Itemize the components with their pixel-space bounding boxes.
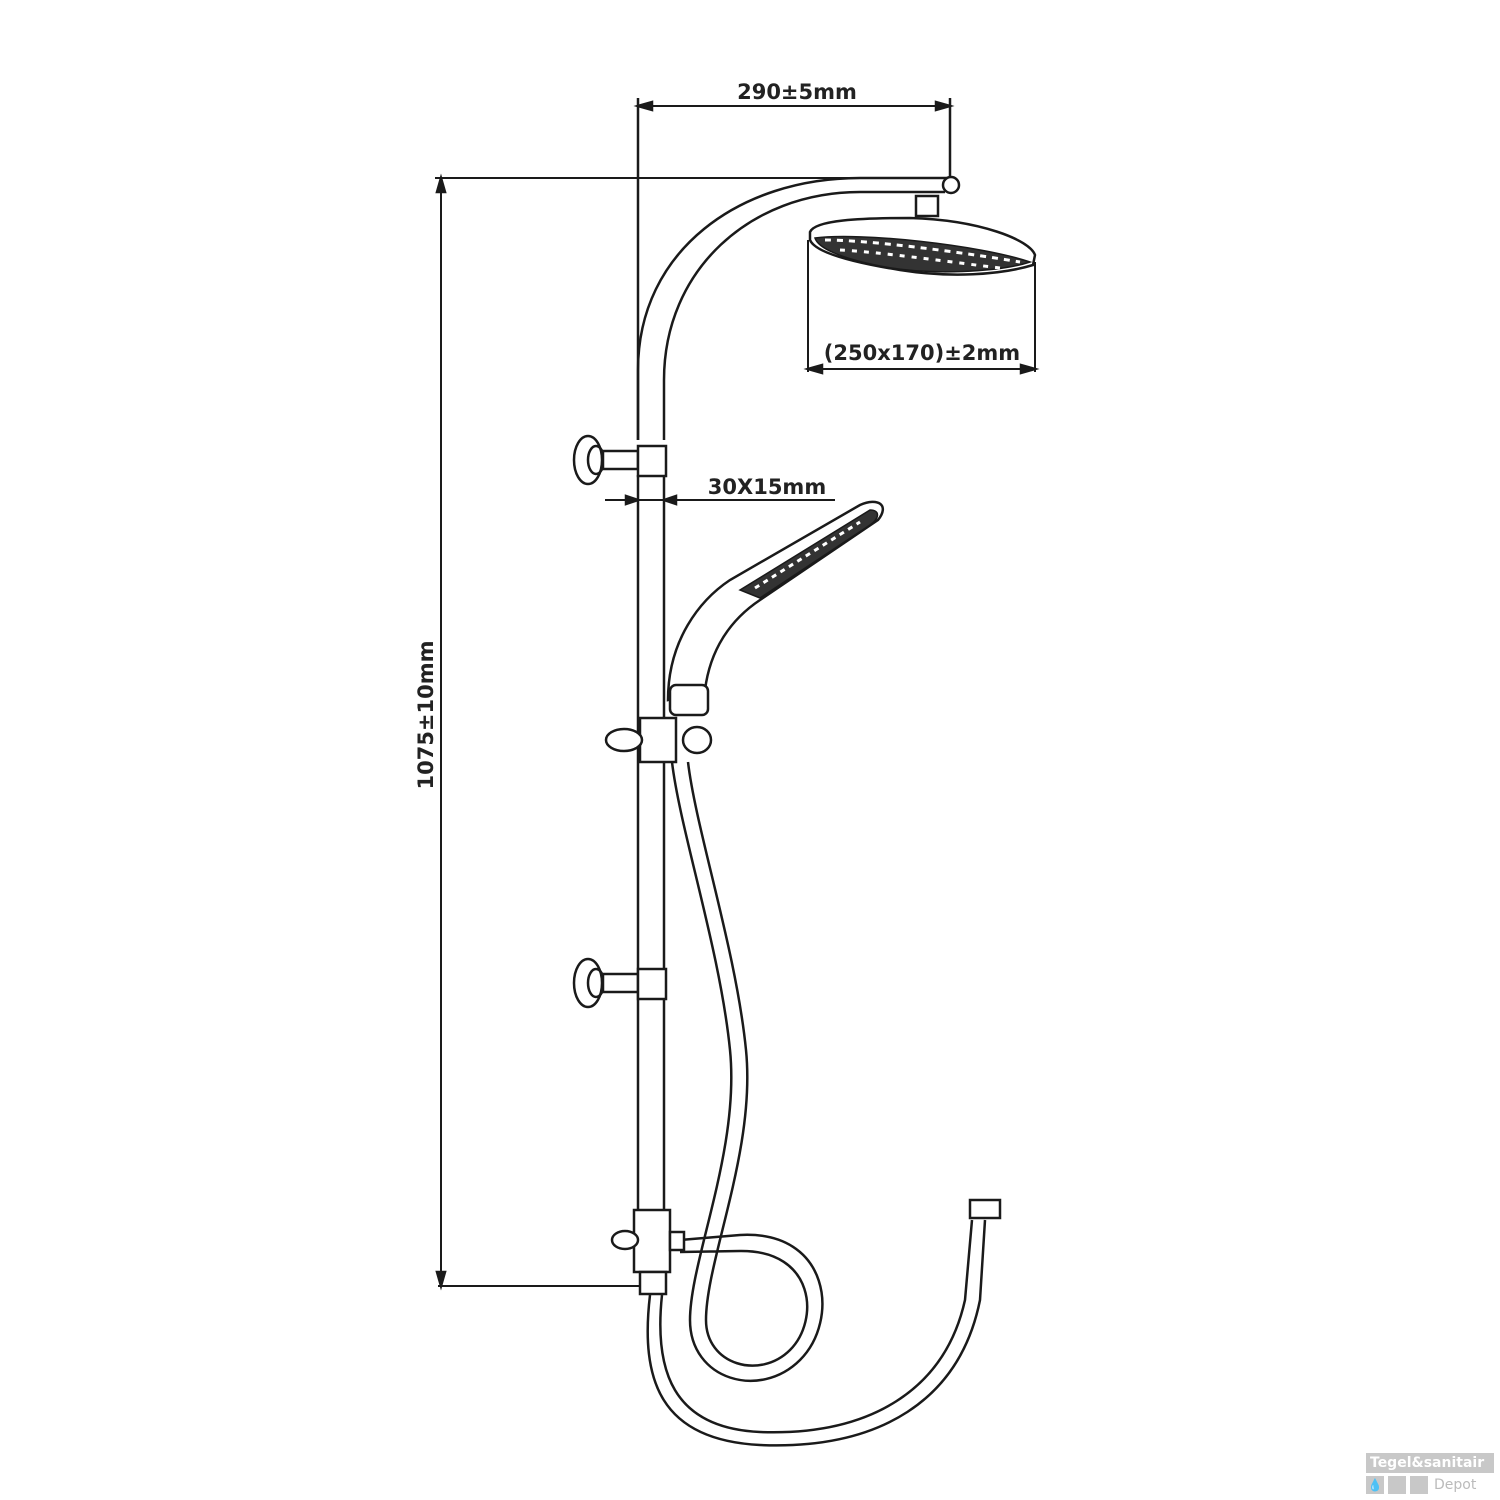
drop-icon: 💧 — [1366, 1476, 1384, 1494]
rain-shower-head — [808, 194, 1037, 276]
arm-length-label: 290±5mm — [737, 80, 857, 104]
slider — [604, 716, 713, 764]
logo-square — [1388, 1476, 1406, 1494]
logo-square — [1410, 1476, 1428, 1494]
head-size-dimension: (250x170)±2mm — [803, 240, 1040, 375]
shower-hose — [646, 761, 1002, 1447]
rail-profile-dimension: 30X15mm — [605, 475, 835, 506]
hand-shower — [666, 500, 885, 717]
shower-rail — [636, 175, 961, 1210]
head-size-label: (250x170)±2mm — [824, 341, 1020, 365]
height-dimension: 1075±10mm — [414, 173, 860, 1291]
height-label: 1075±10mm — [414, 640, 438, 789]
watermark-logo: Tegel&sanitair 💧 Depot — [1366, 1453, 1494, 1494]
watermark-depot: Depot — [1434, 1477, 1477, 1493]
rail-profile-label: 30X15mm — [708, 475, 826, 499]
wall-bracket-lower — [572, 957, 668, 1009]
bottom-connector — [610, 1208, 686, 1296]
wall-bracket-upper — [572, 434, 668, 486]
watermark-brand: Tegel&sanitair — [1366, 1453, 1494, 1473]
